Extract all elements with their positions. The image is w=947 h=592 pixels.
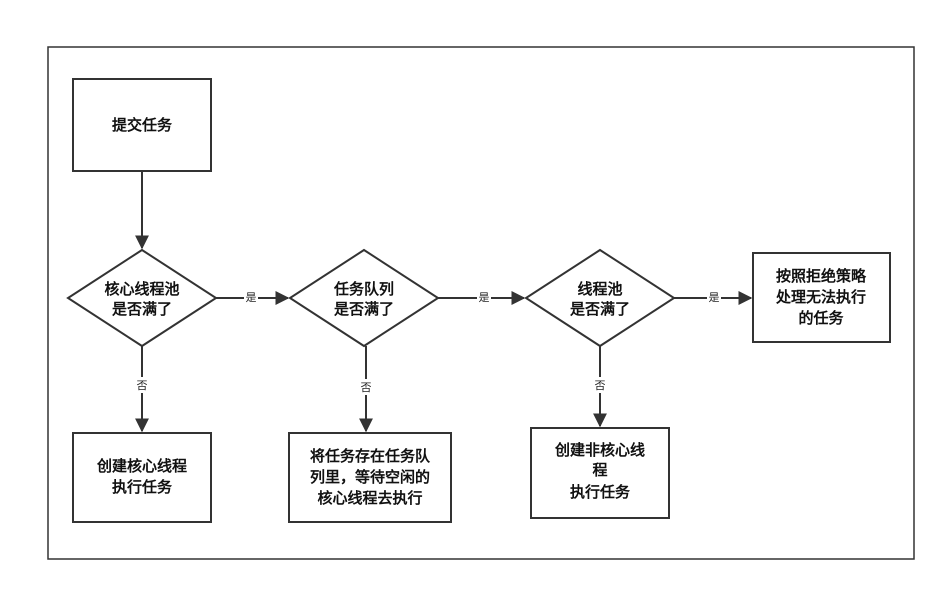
node-create-core-thread-line-1: 创建核心线程	[96, 457, 187, 475]
node-create-core-thread-line-2: 执行任务	[112, 478, 173, 496]
edge-label-no-2: 否	[361, 381, 372, 394]
edge-label-no-1: 否	[137, 379, 148, 392]
node-pool-full-line-1: 线程池	[577, 280, 622, 298]
node-create-noncore-thread	[530, 427, 670, 519]
node-core-pool-full	[66, 248, 218, 348]
node-core-pool-full-line-2: 是否满了	[111, 300, 172, 318]
node-enqueue-task	[288, 432, 452, 523]
node-submit-task-label: 提交任务	[112, 116, 173, 134]
node-enqueue-task-line-2: 列里，等待空闲的	[310, 468, 430, 486]
node-submit-task	[72, 78, 212, 172]
edge-label-yes-1: 是	[246, 291, 257, 304]
diagram-frame	[47, 46, 915, 560]
node-pool-full-line-2: 是否满了	[569, 300, 630, 318]
node-reject-policy-line-1: 按照拒绝策略	[776, 267, 867, 285]
node-create-noncore-thread-line-1: 创建非核心线	[554, 441, 645, 459]
edge-label-yes-2: 是	[479, 291, 490, 304]
edge-label-yes-3: 是	[709, 291, 720, 304]
node-reject-policy-line-3: 的任务	[798, 309, 844, 327]
node-pool-full	[524, 248, 676, 348]
node-queue-full-line-1: 任务队列	[333, 280, 394, 298]
node-queue-full-line-2: 是否满了	[333, 300, 394, 318]
edge-label-no-3: 否	[595, 379, 606, 392]
node-reject-policy-line-2: 处理无法执行	[775, 288, 866, 306]
node-core-pool-full-line-1: 核心线程池	[104, 280, 179, 298]
node-enqueue-task-line-3: 核心线程去执行	[317, 489, 422, 507]
node-create-core-thread	[72, 432, 212, 523]
node-create-noncore-thread-line-2: 程	[592, 461, 607, 479]
node-queue-full	[288, 248, 440, 348]
node-create-noncore-thread-line-3: 执行任务	[570, 483, 631, 501]
node-enqueue-task-line-1: 将任务存在任务队	[310, 447, 431, 465]
node-reject-policy	[752, 252, 891, 343]
